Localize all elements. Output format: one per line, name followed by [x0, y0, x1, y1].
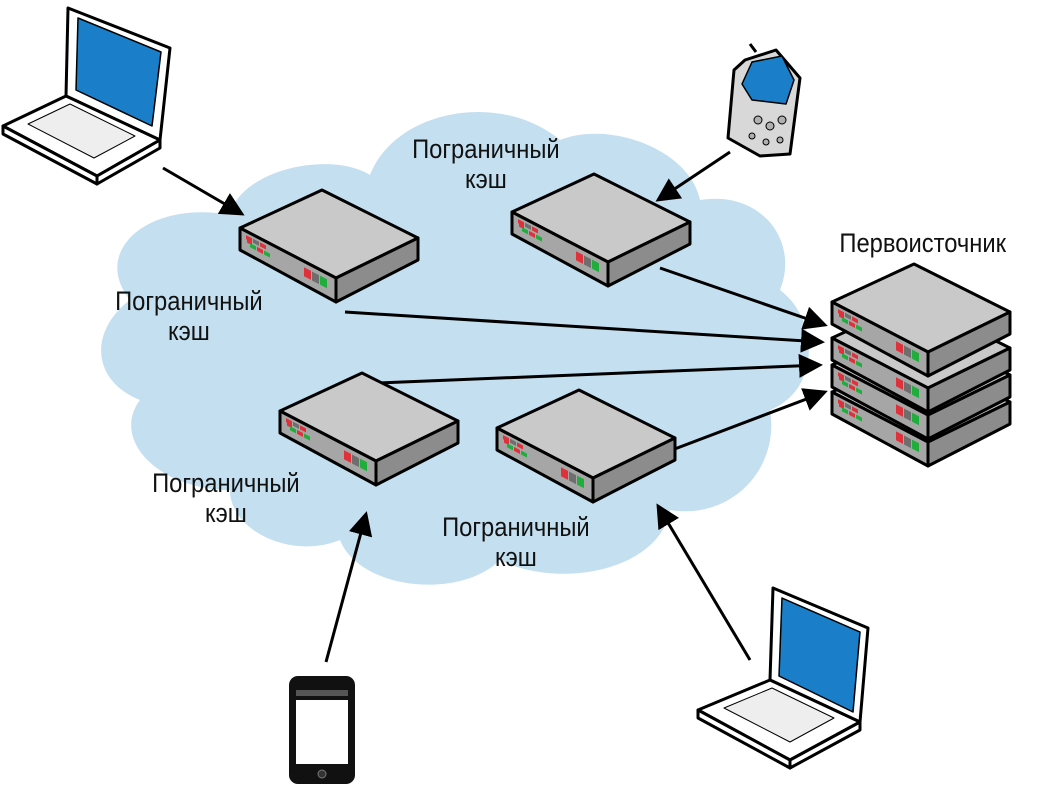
- edge-cache-3-label: Пограничный кэш: [152, 468, 300, 528]
- smartphone-icon: [289, 676, 355, 784]
- edge-cache-label-line2: кэш: [494, 542, 537, 572]
- arrow-phone-to-cache3: [324, 511, 373, 663]
- edge-cache-label-line2: кэш: [167, 316, 210, 346]
- cache-to-origin-arrows: [344, 266, 828, 452]
- pda-phone-icon: [726, 43, 802, 158]
- laptop-top-left-icon: [1, 6, 172, 186]
- arrow-pda-to-cache2: [655, 150, 731, 202]
- arrow-cache4-to-origin: [671, 388, 828, 452]
- edge-cache-1-label: Пограничный кэш: [115, 286, 263, 346]
- edge-cache-2-label: Пограничный кэш: [412, 134, 560, 194]
- edge-cache-label-line2: кэш: [464, 164, 507, 194]
- laptop-bottom-right-icon: [696, 586, 870, 770]
- origin-label: Первоисточник: [839, 228, 1006, 258]
- arrow-cache1-to-origin: [344, 310, 825, 353]
- edge-cache-4-label: Пограничный кэш: [442, 512, 590, 572]
- edge-cache-label-line1: Пограничный: [115, 286, 263, 316]
- origin-label-text: Первоисточник: [839, 228, 1007, 258]
- arrow-cache3-to-origin: [377, 353, 823, 385]
- edge-cache-label-line1: Пограничный: [152, 468, 300, 498]
- arrow-laptop-to-cache1: [162, 166, 245, 216]
- edge-cache-label-line1: Пограничный: [442, 512, 590, 542]
- arrow-laptop-to-cache4: [656, 503, 752, 661]
- edge-cache-label-line2: кэш: [204, 498, 247, 528]
- edge-cache-label-line1: Пограничный: [412, 134, 560, 164]
- origin-server-stack-icon: [830, 262, 1012, 468]
- arrow-cache2-to-origin: [659, 266, 828, 330]
- client-to-cache-arrows: [162, 150, 752, 663]
